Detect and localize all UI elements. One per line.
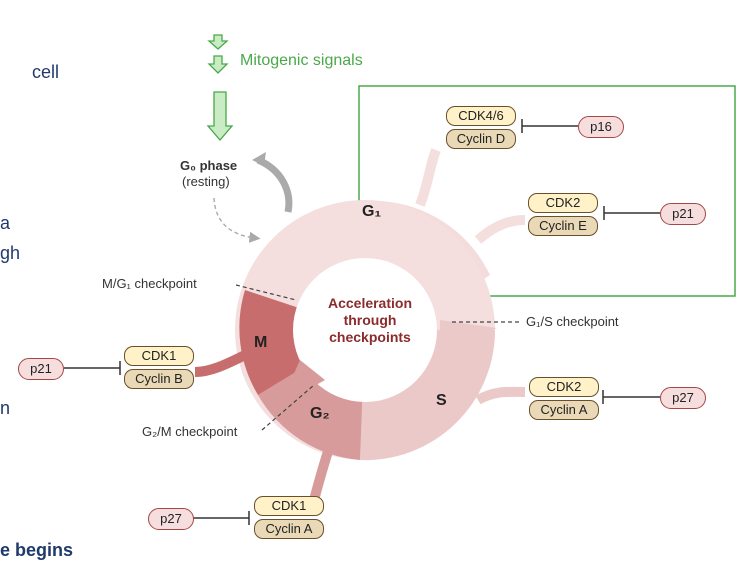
cyclin-e-pill: Cyclin E [528, 216, 598, 236]
checkpoint-g2-m: G₂/M checkpoint [142, 424, 238, 439]
p16-inhibitor: p16 [578, 116, 624, 138]
cyclin-a-s-pill: Cyclin A [529, 400, 599, 420]
cdk2-e-pill: CDK2 [528, 193, 598, 213]
cdk2-a-pill: CDK2 [529, 377, 599, 397]
cdk1-a-pill: CDK1 [254, 496, 324, 516]
left-text-2: a [0, 213, 11, 233]
left-text-3: gh [0, 243, 21, 263]
phase-s-label: S [436, 392, 447, 409]
left-text-4: n [0, 398, 11, 418]
mitogenic-arrows [206, 34, 234, 141]
g1-highlight-box [358, 85, 736, 297]
cyclin-d-pill: Cyclin D [446, 129, 516, 149]
g0-entry-arrow [213, 197, 261, 243]
cdk1-b-pill: CDK1 [124, 346, 194, 366]
cyclin-b-pill: Cyclin B [124, 369, 194, 389]
p27-g2-inhibitor: p27 [148, 508, 194, 530]
g0-phase-title: G₀ phase [180, 158, 238, 173]
checkpoint-m-g1: M/G₁ checkpoint [102, 276, 197, 291]
checkpoint-g1-s: G₁/S checkpoint [526, 314, 619, 329]
center-line-3: checkpoints [329, 329, 411, 345]
cyclin-a-g2-pill: Cyclin A [254, 519, 324, 539]
center-line-1: Acceleration [327, 295, 413, 311]
center-line-2: through [343, 312, 397, 328]
p21-g1-inhibitor: p21 [660, 203, 706, 225]
mitogenic-signals-label: Mitogenic signals [240, 52, 363, 69]
phase-g2-label: G₂ [310, 405, 330, 422]
phase-m-label: M [254, 334, 268, 351]
g0-phase-subtitle: (resting) [182, 174, 230, 189]
p21-m-inhibitor: p21 [18, 358, 64, 380]
p27-s-inhibitor: p27 [660, 387, 706, 409]
left-text-5: e begins [0, 540, 74, 560]
cdk46-pill: CDK4/6 [446, 106, 516, 126]
center-text: Acceleration through checkpoints [300, 295, 440, 346]
left-text-1: cell [32, 62, 60, 82]
phase-g1-label: G₁ [362, 203, 382, 220]
g0-return-arrow [256, 156, 293, 213]
